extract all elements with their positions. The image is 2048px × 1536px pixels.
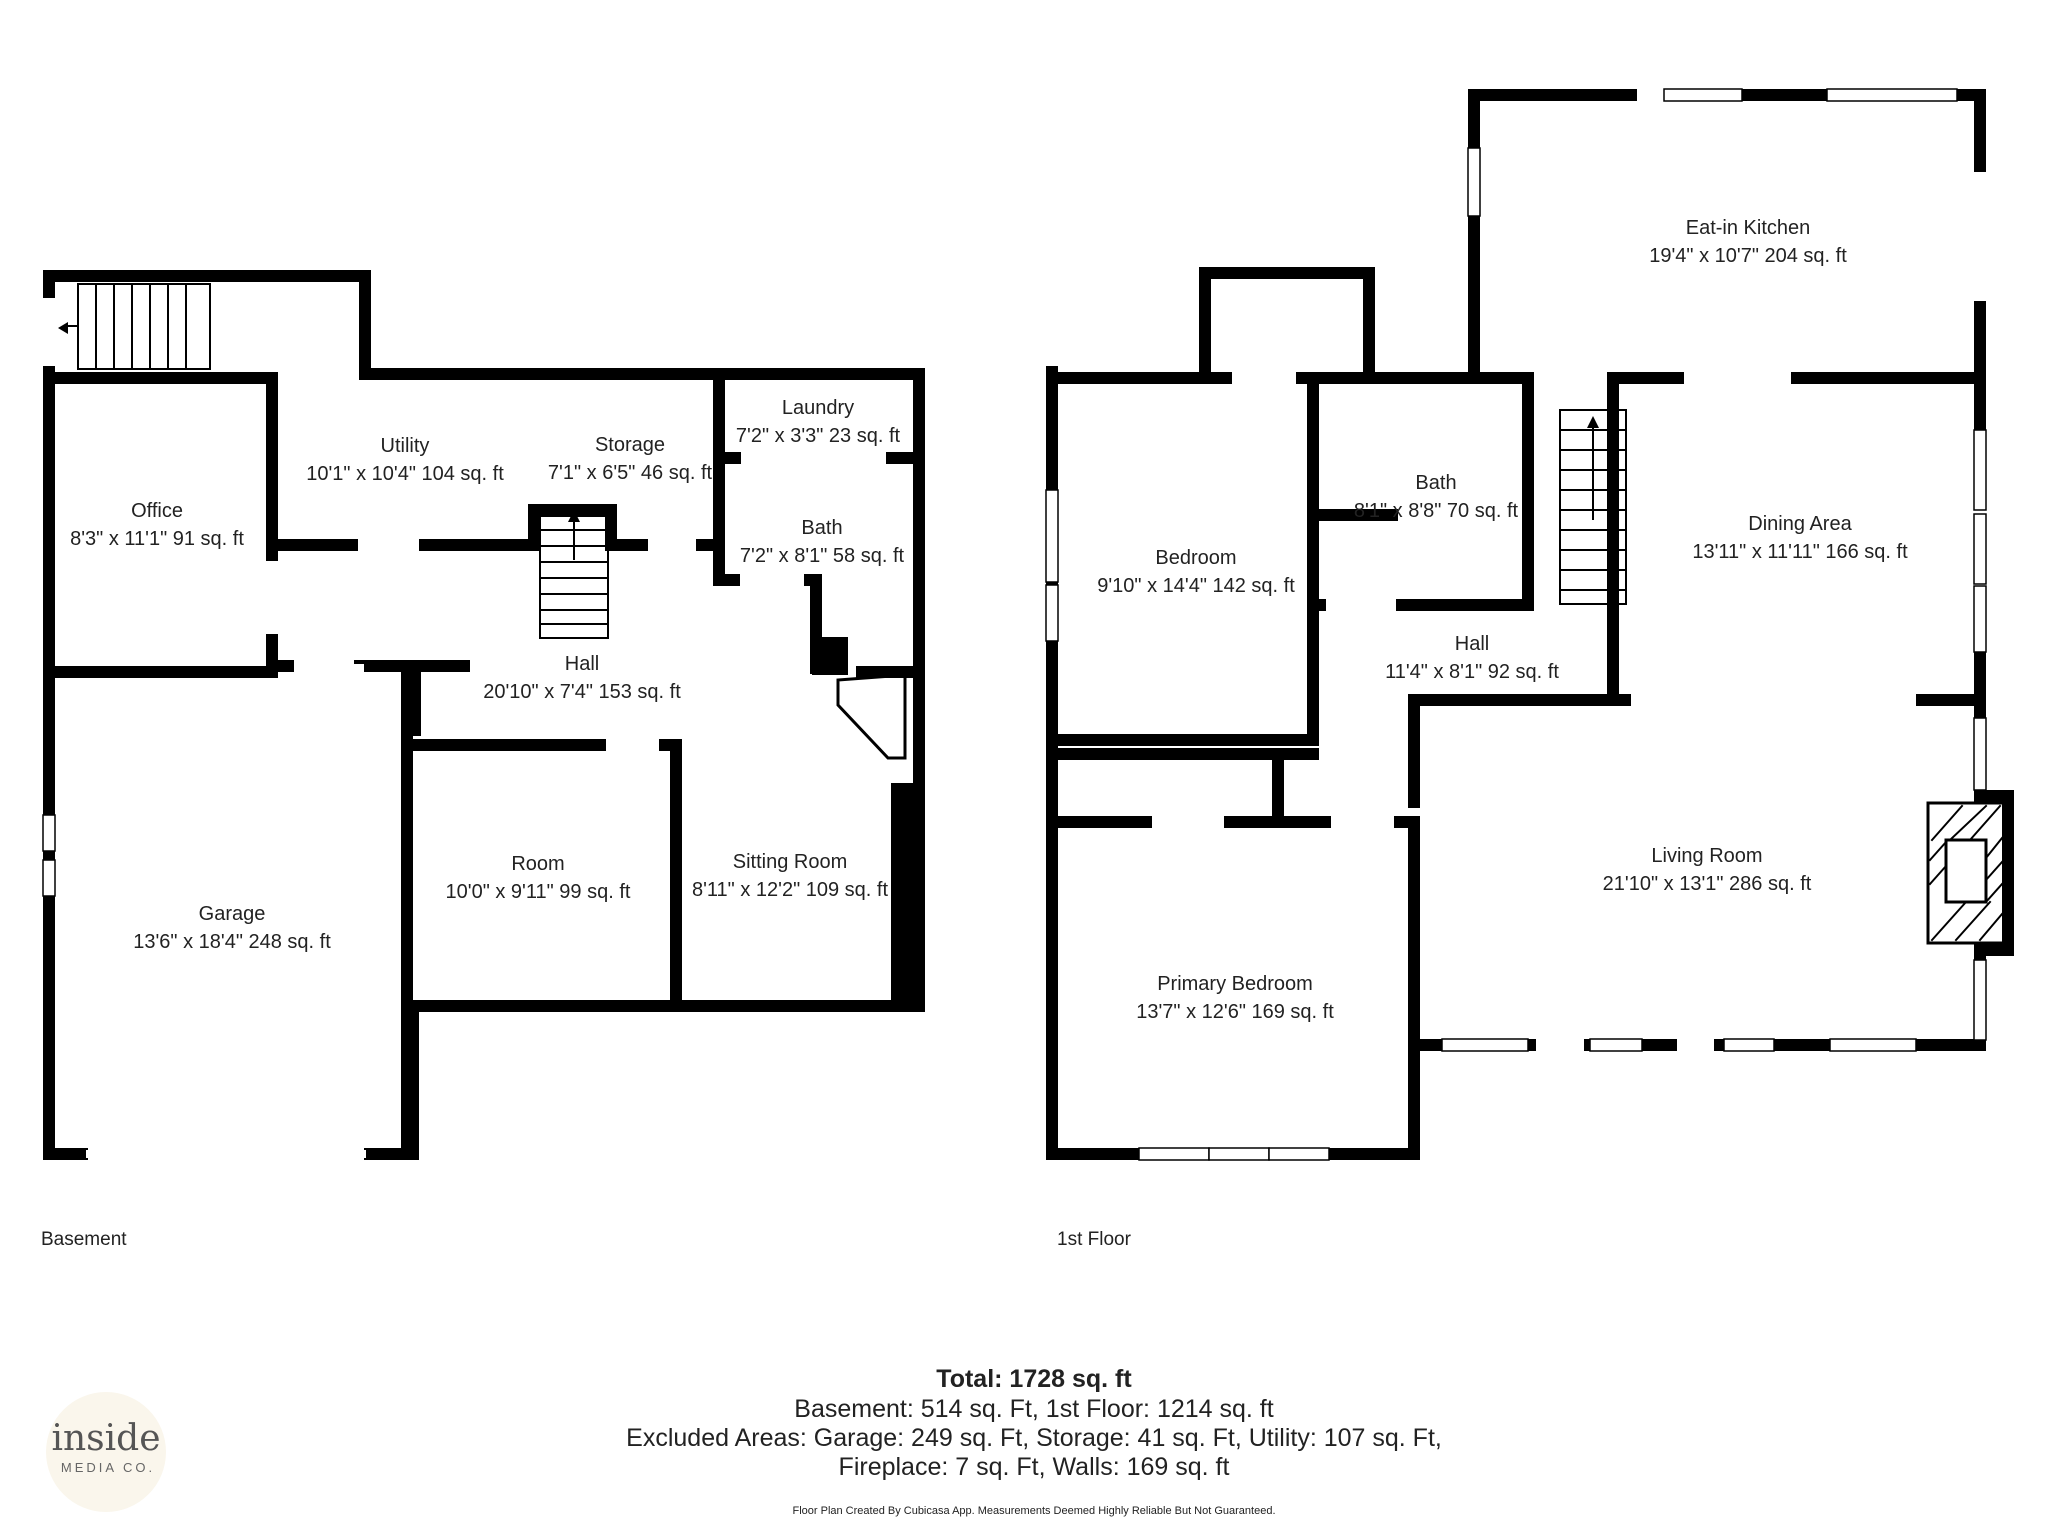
room-name-laundry: Laundry bbox=[782, 397, 854, 419]
room-dims-hall-first: 11'4" x 8'1" 92 sq. ft bbox=[1385, 661, 1559, 683]
summary-line-3: Fireplace: 7 sq. Ft, Walls: 169 sq. ft bbox=[839, 1453, 1230, 1481]
room-name-bath: Bath bbox=[801, 517, 842, 539]
room-name-room: Room bbox=[511, 853, 564, 875]
room-dims-dining-area: 13'11" x 11'11" 166 sq. ft bbox=[1692, 541, 1908, 563]
room-name-dining-area: Dining Area bbox=[1748, 513, 1852, 535]
room-name-eat-in-kitchen: Eat-in Kitchen bbox=[1686, 217, 1811, 239]
room-name-storage: Storage bbox=[595, 434, 665, 456]
room-name-utility: Utility bbox=[381, 435, 430, 457]
room-name-living-room: Living Room bbox=[1651, 845, 1762, 867]
summary-total: Total: 1728 sq. ft bbox=[936, 1365, 1132, 1393]
room-name-primary-bedroom: Primary Bedroom bbox=[1157, 973, 1313, 995]
stairs-icon bbox=[539, 515, 609, 639]
floor-label-basement: Basement bbox=[41, 1229, 127, 1250]
room-dims-primary-bedroom: 13'7" x 12'6" 169 sq. ft bbox=[1136, 1001, 1334, 1023]
logo-wordmark: inside bbox=[51, 1418, 160, 1459]
summary-line-2: Excluded Areas: Garage: 249 sq. Ft, Stor… bbox=[626, 1424, 1442, 1452]
room-name-sitting-room: Sitting Room bbox=[733, 851, 848, 873]
logo: inside MEDIA CO. bbox=[46, 1392, 166, 1512]
disclaimer: Floor Plan Created By Cubicasa App. Meas… bbox=[792, 1505, 1275, 1517]
room-dims-garage: 13'6" x 18'4" 248 sq. ft bbox=[133, 931, 331, 953]
room-name-bath-first: Bath bbox=[1415, 472, 1456, 494]
room-dims-sitting-room: 8'11" x 12'2" 109 sq. ft bbox=[692, 879, 888, 901]
room-name-bedroom: Bedroom bbox=[1155, 547, 1236, 569]
room-name-hall: Hall bbox=[565, 653, 599, 675]
floor-label-first: 1st Floor bbox=[1057, 1229, 1132, 1250]
room-name-hall-first: Hall bbox=[1455, 633, 1489, 655]
room-dims-utility: 10'1" x 10'4" 104 sq. ft bbox=[306, 463, 504, 485]
room-dims-living-room: 21'10" x 13'1" 286 sq. ft bbox=[1603, 873, 1812, 895]
room-dims-eat-in-kitchen: 19'4" x 10'7" 204 sq. ft bbox=[1649, 245, 1847, 267]
room-dims-bath: 7'2" x 8'1" 58 sq. ft bbox=[740, 545, 905, 567]
summary-line-1: Basement: 514 sq. Ft, 1st Floor: 1214 sq… bbox=[794, 1395, 1273, 1423]
room-dims-room: 10'0" x 9'11" 99 sq. ft bbox=[446, 881, 631, 903]
room-dims-hall: 20'10" x 7'4" 153 sq. ft bbox=[483, 681, 681, 703]
stairs-icon bbox=[64, 283, 211, 370]
room-dims-storage: 7'1" x 6'5" 46 sq. ft bbox=[548, 462, 713, 484]
logo-circle-icon bbox=[46, 1392, 166, 1512]
logo-subtitle: MEDIA CO. bbox=[61, 1460, 155, 1475]
room-dims-bath-first: 8'1" x 8'8" 70 sq. ft bbox=[1354, 500, 1519, 522]
room-dims-bedroom: 9'10" x 14'4" 142 sq. ft bbox=[1097, 575, 1295, 597]
first-floor-walls bbox=[1046, 89, 1986, 1160]
basement-walls bbox=[43, 270, 925, 1160]
room-dims-office: 8'3" x 11'1" 91 sq. ft bbox=[70, 528, 244, 550]
room-dims-laundry: 7'2" x 3'3" 23 sq. ft bbox=[736, 425, 901, 447]
stairs-icon bbox=[1559, 409, 1627, 605]
room-name-garage: Garage bbox=[199, 903, 266, 925]
windows bbox=[42, 88, 1987, 1161]
room-name-office: Office bbox=[131, 500, 183, 522]
